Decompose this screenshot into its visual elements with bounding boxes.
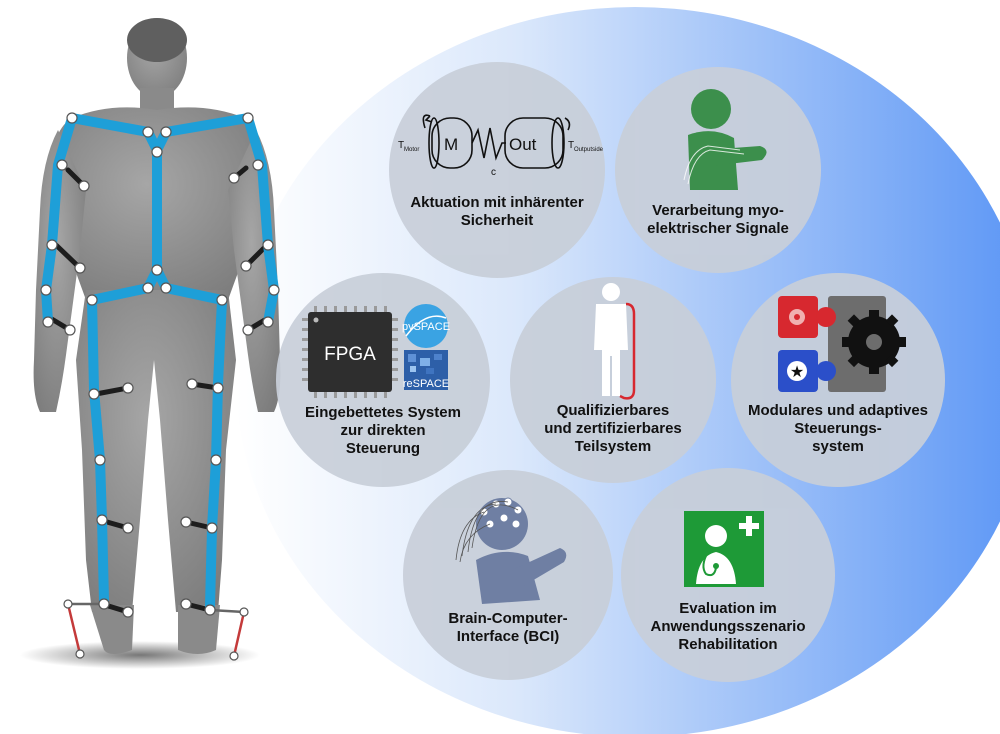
svg-text:M: M [444, 135, 458, 154]
svg-text:Out: Out [509, 135, 537, 154]
svg-text:reSPACE: reSPACE [403, 378, 449, 390]
svg-text:pySPACE: pySPACE [402, 321, 450, 333]
circle-actuation [389, 62, 605, 278]
exoskeleton-frame [40, 112, 280, 661]
human-subsystem-icon [594, 283, 636, 400]
emg-arm-person-icon [683, 89, 767, 190]
pyspace-logo: pySPACE [402, 304, 450, 348]
svg-text:Outputside: Outputside [574, 147, 604, 153]
svg-text:★: ★ [790, 364, 804, 381]
svg-text:FPGA: FPGA [324, 344, 376, 365]
label-evaluation: Evaluation im Anwendungsszenario Rehabil… [650, 600, 806, 653]
fpga-chip-icon: FPGA [302, 306, 398, 398]
svg-text:T: T [398, 140, 404, 151]
label-myo: Verarbeitung myo- elektrischer Signale [647, 202, 789, 237]
eeg-cap-person-icon [455, 497, 567, 604]
puzzle-gear-icon: ★ [778, 296, 906, 392]
svg-text:Motor: Motor [404, 147, 419, 153]
doctor-stethoscope-icon [684, 511, 764, 587]
label-qualifiable: Qualifizierbares und zertifizierbares Te… [544, 402, 682, 455]
label-bci: Brain-Computer- Interface (BCI) [448, 610, 568, 645]
respace-logo: reSPACE [403, 350, 449, 390]
label-embedded: Eingebettetes System zur direkten Steuer… [305, 404, 461, 457]
label-modular: Modulares und adaptives Steuerungs- syst… [747, 402, 929, 455]
svg-text:c: c [491, 167, 496, 178]
svg-text:T: T [568, 140, 574, 151]
label-actuation: Aktuation mit inhärenter Sicherheit [410, 194, 584, 229]
elastic-actuator-icon: M Out c T Motor T Outputside [398, 114, 604, 178]
